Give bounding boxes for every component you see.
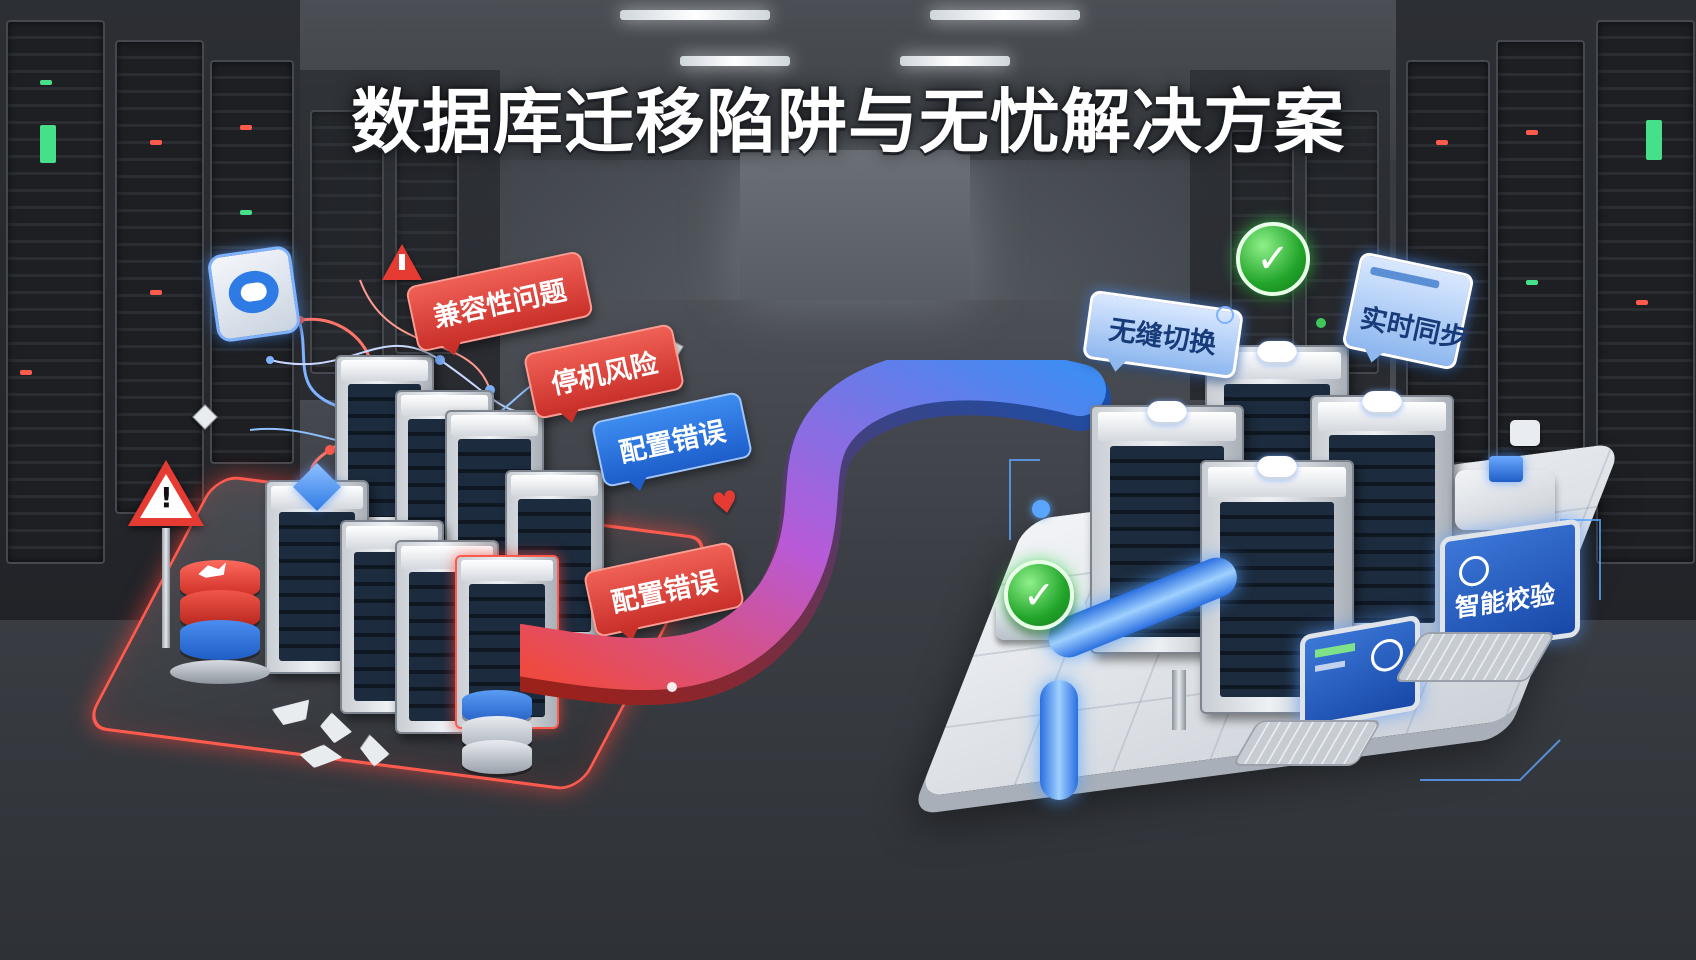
node-dot xyxy=(1216,306,1234,324)
label-realtime-sync-text: 实时同步 xyxy=(1357,302,1470,356)
node-box xyxy=(1455,456,1555,530)
warning-small-icon xyxy=(382,244,422,280)
label-compatibility-text: 兼容性问题 xyxy=(430,275,570,334)
ceiling-light xyxy=(930,10,1080,20)
ceiling-light xyxy=(680,56,790,66)
label-seamless-switch-text: 无缝切换 xyxy=(1106,314,1219,361)
ceiling-light xyxy=(900,56,1010,66)
status-led xyxy=(150,290,162,295)
status-led xyxy=(1636,300,1648,305)
server-rack xyxy=(310,110,384,374)
status-led xyxy=(1646,120,1662,160)
status-led xyxy=(20,370,32,375)
status-led xyxy=(40,80,52,85)
db-base xyxy=(170,660,270,684)
check-icon: ✓ xyxy=(1004,560,1074,630)
page-title: 数据库迁移陷阱与无忧解决方案 xyxy=(351,81,1345,163)
cloud-sync-icon xyxy=(206,244,302,344)
node-dot xyxy=(1032,500,1050,518)
status-led xyxy=(1526,280,1538,285)
server-rack xyxy=(1596,20,1695,564)
database-icon xyxy=(462,690,532,780)
node-dot xyxy=(1316,318,1326,328)
pipe-support xyxy=(1172,670,1186,730)
status-led xyxy=(240,125,252,130)
sign-pole xyxy=(162,528,170,648)
server-rack xyxy=(115,40,204,514)
status-led xyxy=(1526,130,1538,135)
check-icon: ✓ xyxy=(1236,222,1310,296)
status-led xyxy=(40,125,56,163)
migration-ribbon xyxy=(520,360,1111,706)
back-wall xyxy=(740,150,970,300)
puzzle-icon xyxy=(1510,420,1540,446)
status-led xyxy=(150,140,162,145)
status-led xyxy=(240,210,252,215)
warning-icon: ! xyxy=(128,460,204,526)
ceiling-light xyxy=(620,10,770,20)
broken-database-icon xyxy=(180,560,260,680)
pipe-icon xyxy=(1040,680,1078,800)
server-rack xyxy=(6,20,105,564)
status-led xyxy=(1436,140,1448,145)
